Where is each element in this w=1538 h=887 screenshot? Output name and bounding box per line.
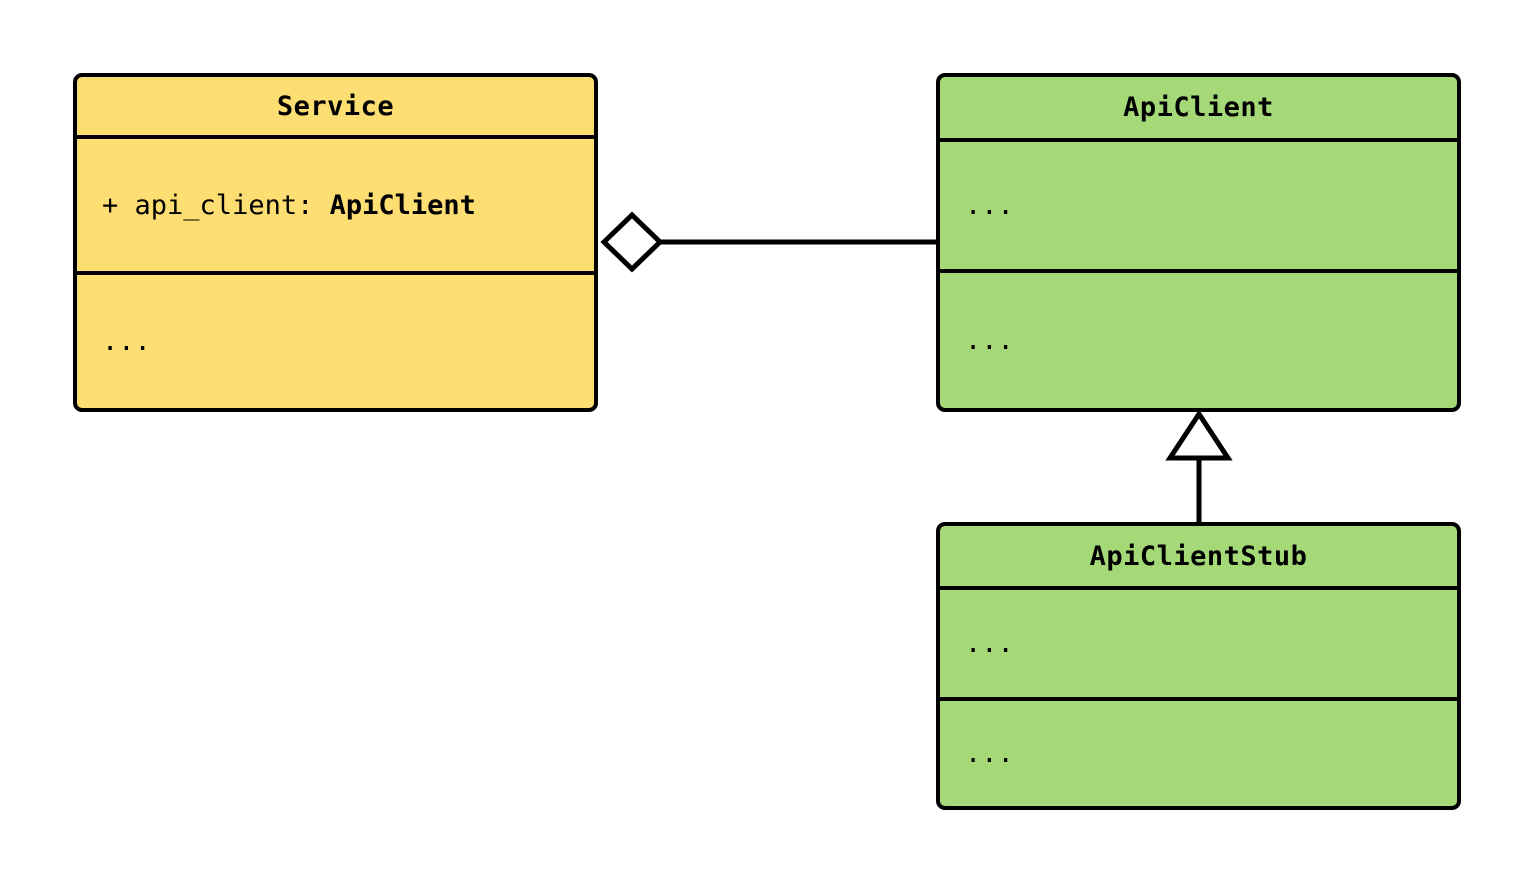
class-attributes-compartment-api-client: ...: [940, 138, 1457, 269]
attribute-api-client: + api_client: ApiClient: [102, 192, 476, 219]
class-name-api-client: ApiClient: [1123, 92, 1274, 123]
class-attributes-compartment-service: + api_client: ApiClient: [77, 135, 594, 271]
class-operations-compartment-api-client-stub: ...: [940, 697, 1457, 806]
attribute-separator: :: [297, 189, 330, 221]
attributes-ellipsis-api-client-stub: ...: [965, 628, 1014, 659]
aggregation-connector-hit-area[interactable]: [604, 215, 936, 269]
attributes-ellipsis-api-client: ...: [965, 190, 1014, 221]
generalization-connector-hit-area[interactable]: [1170, 412, 1228, 522]
class-box-api-client-stub[interactable]: ApiClientStub ... ...: [936, 522, 1461, 810]
operations-ellipsis-api-client-stub: ...: [965, 738, 1014, 769]
class-attributes-compartment-api-client-stub: ...: [940, 586, 1457, 697]
class-name-api-client-stub: ApiClientStub: [1089, 540, 1308, 572]
attribute-visibility-marker: +: [102, 189, 119, 221]
class-title-compartment-service: Service: [77, 77, 594, 135]
class-title-compartment-api-client-stub: ApiClientStub: [940, 526, 1457, 586]
class-box-service[interactable]: Service + api_client: ApiClient ...: [73, 73, 598, 412]
class-title-compartment-api-client: ApiClient: [940, 77, 1457, 138]
attribute-type-apiclient: ApiClient: [329, 189, 476, 221]
class-operations-compartment-service: ...: [77, 271, 594, 408]
class-name-service: Service: [276, 90, 395, 122]
operations-ellipsis-api-client: ...: [965, 325, 1014, 356]
operations-ellipsis-service: ...: [102, 326, 151, 357]
class-operations-compartment-api-client: ...: [940, 269, 1457, 408]
class-box-api-client[interactable]: ApiClient ... ...: [936, 73, 1461, 412]
attribute-name: api_client: [134, 189, 298, 221]
